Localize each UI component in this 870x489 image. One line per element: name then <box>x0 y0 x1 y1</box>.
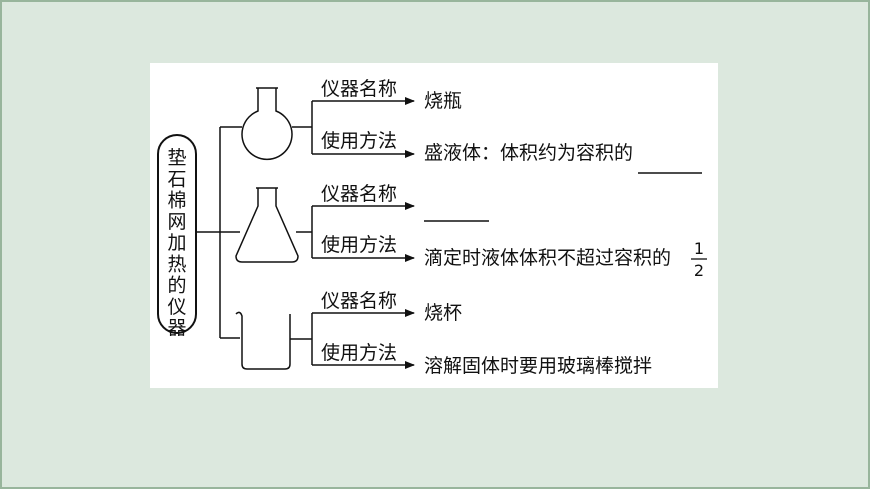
conical-flask-icon <box>235 187 299 263</box>
root-label-box <box>157 134 197 334</box>
root-char: 棉 <box>167 190 186 212</box>
root-char: 仪 <box>167 296 186 318</box>
use-label: 使用方法 <box>321 234 397 256</box>
use-value: 滴定时液体体积不超过容积的 <box>424 247 671 269</box>
fraction-numerator: 1 <box>694 239 704 258</box>
name-label: 仪器名称 <box>321 78 397 100</box>
beaker-icon <box>235 311 291 370</box>
name-label: 仪器名称 <box>321 183 397 205</box>
root-char: 垫 <box>167 147 186 169</box>
use-label: 使用方法 <box>321 130 397 152</box>
root-label: 垫 石 棉 网 加 热 的 仪 <box>167 147 186 318</box>
name-label: 仪器名称 <box>321 290 397 312</box>
root-char: 加 <box>167 232 186 254</box>
root-char: 器 <box>167 317 186 339</box>
arrows <box>312 97 415 369</box>
root-char: 网 <box>167 211 186 233</box>
use-value: 盛液体：体积约为容积的 <box>424 142 633 164</box>
diagram-panel <box>150 63 718 388</box>
main-bracket <box>196 126 242 339</box>
name-value: 烧瓶 <box>424 90 462 112</box>
use-label: 使用方法 <box>321 342 397 364</box>
use-value: 溶解固体时要用玻璃棒搅拌 <box>424 355 652 377</box>
round-bottom-flask-icon <box>241 87 293 161</box>
name-value: 烧杯 <box>424 302 462 324</box>
fraction-denominator: 2 <box>694 261 704 280</box>
root-char: 石 <box>167 168 186 190</box>
fraction: 1 2 <box>691 239 707 280</box>
branch-lines <box>290 101 313 365</box>
root-char: 的 <box>167 275 186 297</box>
root-char: 热 <box>167 253 186 275</box>
